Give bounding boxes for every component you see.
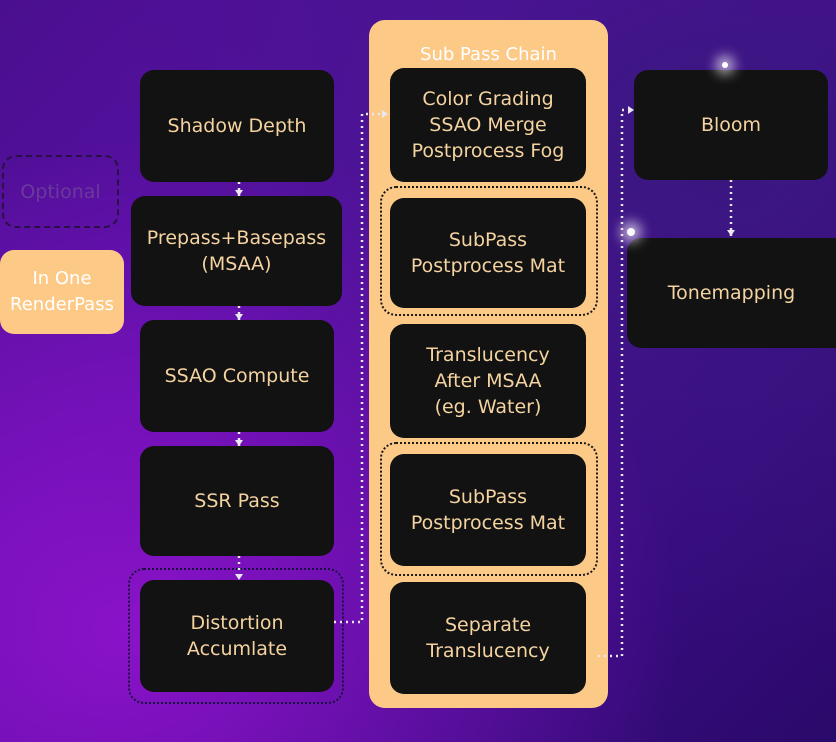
arrowhead — [235, 314, 243, 320]
arrow-distortion-to-color-grading — [334, 112, 388, 624]
node-label: Color Grading SSAO Merge Postprocess Fog — [411, 88, 565, 162]
node-separate-translucency: Separate Translucency — [390, 582, 586, 694]
node-distortion-accumulate: Distortion Accumlate — [140, 580, 334, 692]
arrowhead — [235, 574, 243, 580]
node-label: SubPass Postprocess Mat — [410, 486, 566, 534]
node-subpass-postprocess-2: SubPass Postprocess Mat — [390, 454, 586, 566]
arrow-separate-to-bloom — [598, 108, 634, 658]
node-label: Shadow Depth — [167, 115, 307, 137]
node-color-grading: Color Grading SSAO Merge Postprocess Fog — [390, 68, 586, 182]
node-ssr-pass: SSR Pass — [140, 446, 334, 556]
arrowhead — [382, 110, 388, 118]
node-label: Tonemapping — [667, 282, 796, 304]
node-ssao-compute: SSAO Compute — [140, 320, 334, 432]
arrowhead — [235, 440, 243, 446]
node-label: SSAO Compute — [164, 365, 310, 387]
legend-optional-label: Optional — [20, 180, 101, 203]
legend-in-one-renderpass: In One RenderPass — [0, 250, 124, 334]
node-label: SubPass Postprocess Mat — [410, 229, 566, 277]
node-prepass-basepass: Prepass+Basepass (MSAA) — [131, 196, 342, 306]
node-label: Distortion Accumlate — [186, 612, 288, 660]
chain-title: Sub Pass Chain — [420, 44, 557, 65]
node-tonemapping: Tonemapping — [627, 238, 836, 348]
optional-outline-distortion — [128, 568, 344, 704]
node-label: SSR Pass — [194, 490, 280, 512]
arrowhead — [628, 106, 634, 114]
node-label: Separate Translucency — [426, 614, 550, 662]
node-shadow-depth: Shadow Depth — [140, 70, 334, 182]
optional-outline-subpass-1 — [380, 186, 598, 316]
optional-outline-subpass-2 — [380, 442, 598, 576]
arrowhead — [727, 230, 735, 236]
node-label: Prepass+Basepass (MSAA) — [146, 227, 327, 275]
node-subpass-postprocess-1: SubPass Postprocess Mat — [390, 198, 586, 308]
sparkle — [722, 62, 728, 68]
arrowhead — [235, 190, 243, 196]
legend-renderpass-label: In One RenderPass — [10, 268, 114, 315]
node-bloom: Bloom — [634, 70, 828, 180]
legend-optional: Optional — [2, 155, 119, 228]
node-translucency-after-msaa: Translucency After MSAA (eg. Water) — [390, 324, 586, 438]
node-label: Bloom — [700, 114, 762, 136]
node-label: Translucency After MSAA (eg. Water) — [426, 344, 550, 418]
sparkle — [627, 228, 635, 236]
